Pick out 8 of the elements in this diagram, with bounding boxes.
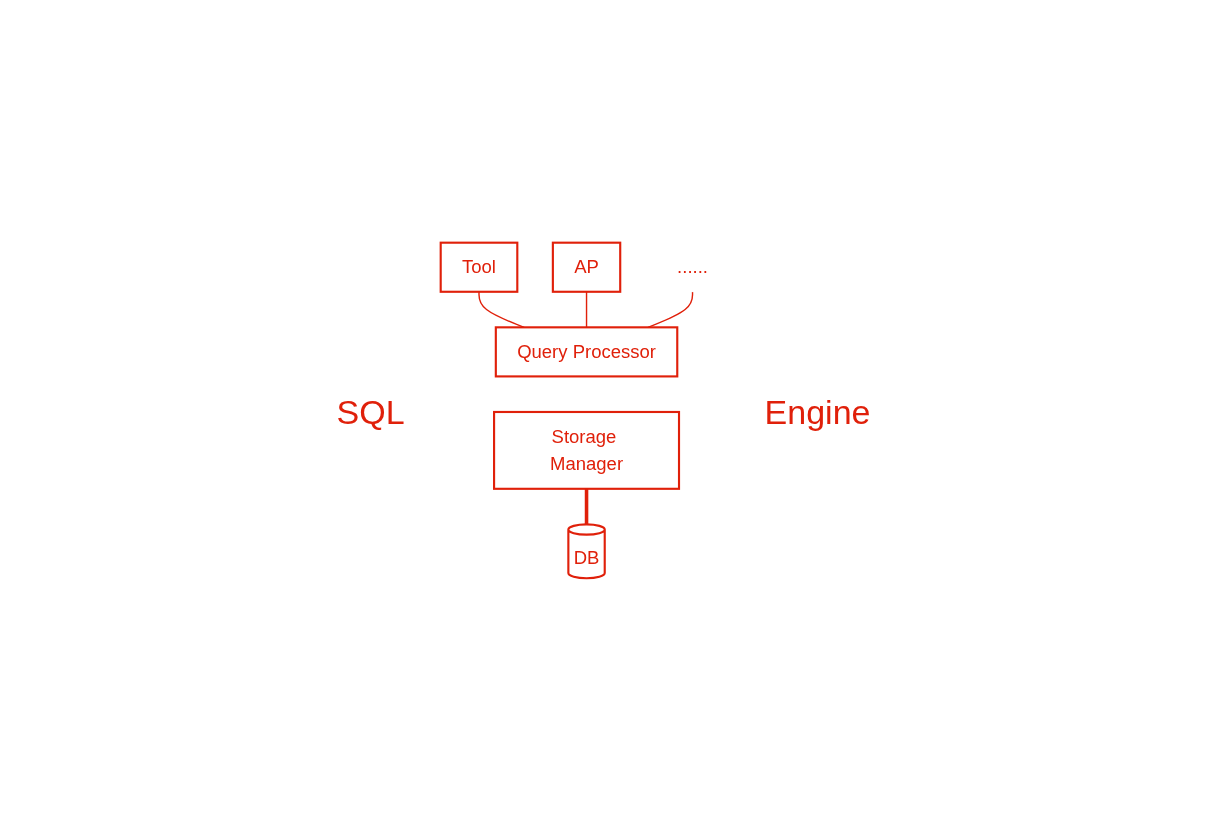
connector (584, 488, 588, 524)
group-label: Engine (764, 392, 871, 432)
node-box: Tool (439, 241, 518, 293)
node-text: ...... (676, 255, 708, 278)
node-box: Query Processor (494, 325, 678, 377)
node-box: AP (551, 241, 621, 293)
node-box: Storage Manager (492, 410, 680, 490)
side-label: SQL (336, 392, 405, 431)
